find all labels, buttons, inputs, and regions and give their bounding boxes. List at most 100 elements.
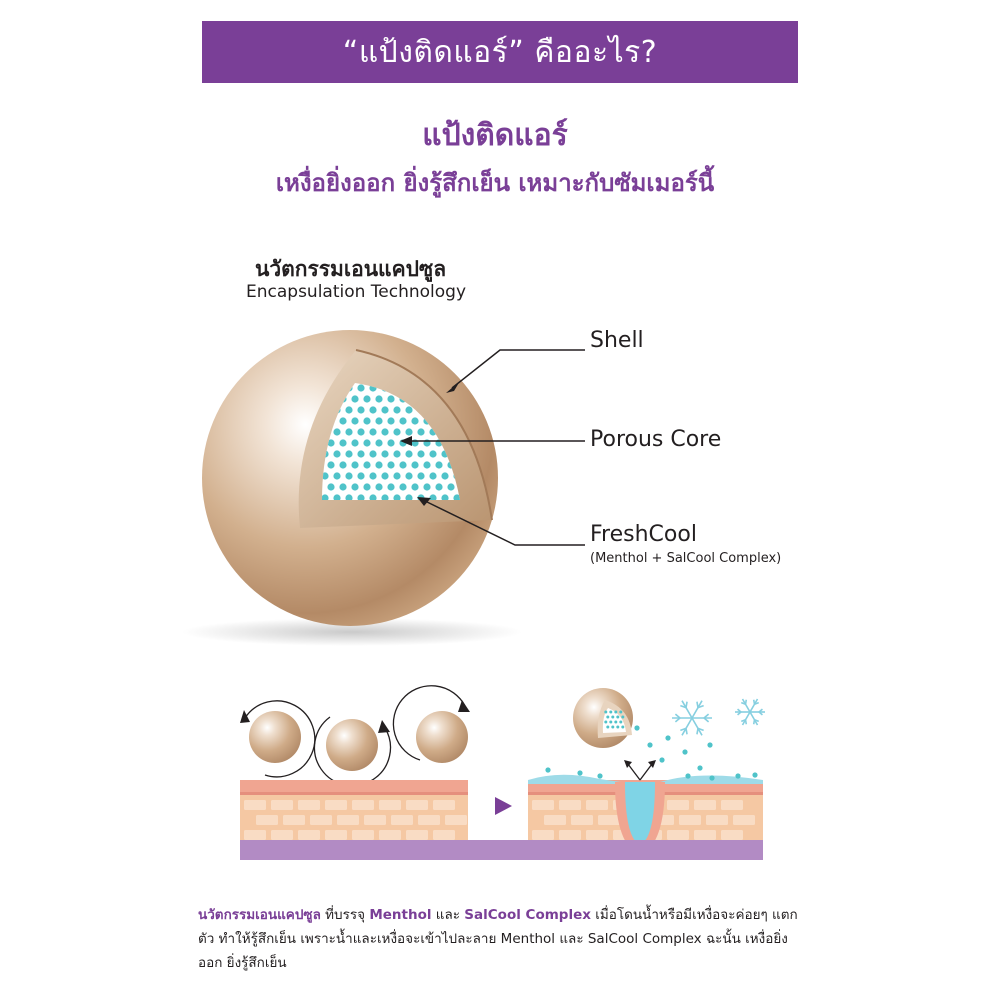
skin-brick — [721, 830, 743, 840]
core-dot — [339, 417, 347, 425]
core-dot — [387, 461, 395, 469]
core-dot — [333, 494, 341, 500]
core-dot — [369, 406, 377, 414]
water-drop — [577, 770, 583, 776]
mini-dot — [611, 715, 615, 719]
water-drop — [685, 773, 691, 779]
skin-brick — [298, 800, 320, 810]
mini-dot — [616, 715, 620, 719]
rotating-capsules — [240, 685, 470, 787]
skin-brick — [256, 815, 278, 825]
play-arrow-icon — [495, 797, 512, 815]
core-dot — [405, 472, 413, 480]
core-dot — [441, 472, 449, 480]
snowflake-icon — [735, 698, 765, 726]
core-dot — [399, 483, 407, 491]
core-dot — [363, 395, 371, 403]
caption-highlight: Menthol — [369, 907, 432, 923]
skin-brick — [406, 800, 428, 810]
mini-dot — [621, 725, 625, 729]
skin-brick — [559, 800, 581, 810]
skin-brick — [586, 800, 608, 810]
core-dot — [339, 483, 347, 491]
core-dot — [363, 461, 371, 469]
core-dot — [387, 395, 395, 403]
core-dot — [333, 450, 341, 458]
skin-brick — [433, 800, 455, 810]
core-dot — [381, 428, 389, 436]
core-dot — [405, 450, 413, 458]
core-dot — [369, 428, 377, 436]
core-dot — [393, 472, 401, 480]
skin-brick — [445, 815, 467, 825]
core-dot — [351, 395, 359, 403]
freshcool-sublabel: (Menthol + SalCool Complex) — [590, 551, 782, 566]
skin-brick — [391, 815, 413, 825]
core-dot — [357, 428, 365, 436]
skin-brick — [244, 800, 266, 810]
skin-brick — [694, 830, 716, 840]
water-drop — [707, 742, 713, 748]
skin-brick — [298, 830, 320, 840]
core-dot — [345, 406, 353, 414]
water-drop — [659, 757, 665, 763]
skin-brick — [598, 815, 620, 825]
skin-brick — [379, 800, 401, 810]
mini-dot — [614, 720, 618, 724]
water-drop — [647, 742, 653, 748]
headline-subtitle: เหงื่อยิ่งออก ยิ่งรู้สึกเย็น เหมาะกับซัม… — [275, 169, 715, 197]
snowflake-icon — [672, 700, 712, 736]
core-dot — [417, 428, 425, 436]
banner-title: “แป้งติดแอร์” คืออะไร? — [342, 34, 658, 70]
skin-brick — [244, 830, 266, 840]
core-dot — [435, 483, 443, 491]
core-dot — [417, 450, 425, 458]
water-drop — [545, 767, 551, 773]
shell-pointer — [451, 349, 585, 389]
core-dot — [393, 494, 401, 500]
skin-brick — [310, 815, 332, 825]
core-dot — [393, 428, 401, 436]
core-dot — [405, 428, 413, 436]
core-dot — [327, 483, 335, 491]
core-dot — [441, 494, 449, 500]
small-capsule — [326, 719, 378, 771]
water-drop — [752, 772, 758, 778]
mini-dot — [621, 715, 625, 719]
core-dot — [375, 417, 383, 425]
skin-brick — [532, 830, 554, 840]
core-dot — [363, 483, 371, 491]
mini-dot — [611, 725, 615, 729]
core-dot — [327, 439, 335, 447]
core-dot — [417, 472, 425, 480]
base-layer — [240, 840, 763, 860]
caption-text: เมื่อโดนน้ำหรือมีเหงื่อจะค่อยๆ แตกตัว ทำ… — [198, 907, 798, 971]
mini-dot — [616, 725, 620, 729]
mini-dot — [606, 715, 610, 719]
water-drop — [634, 725, 640, 731]
core-dot — [345, 450, 353, 458]
skin-brick — [433, 830, 455, 840]
skin-brick — [352, 800, 374, 810]
water-drop — [682, 749, 688, 755]
core-dot — [351, 483, 359, 491]
skin-brick — [364, 815, 386, 825]
skin-brick — [325, 830, 347, 840]
core-dot — [363, 417, 371, 425]
mini-dot — [609, 720, 613, 724]
core-dot — [322, 472, 329, 480]
core-dot — [369, 472, 377, 480]
skin-brick — [706, 815, 728, 825]
core-dot — [339, 461, 347, 469]
fresh-pointer — [422, 499, 585, 546]
skin-brick — [679, 815, 701, 825]
core-dot — [387, 439, 395, 447]
small-capsule — [249, 711, 301, 763]
skin-brick — [379, 830, 401, 840]
core-dot — [405, 406, 413, 414]
technology-title-en: Encapsulation Technology — [246, 282, 467, 302]
core-dot — [405, 494, 413, 500]
skin-brick — [271, 830, 293, 840]
core-dot — [375, 483, 383, 491]
